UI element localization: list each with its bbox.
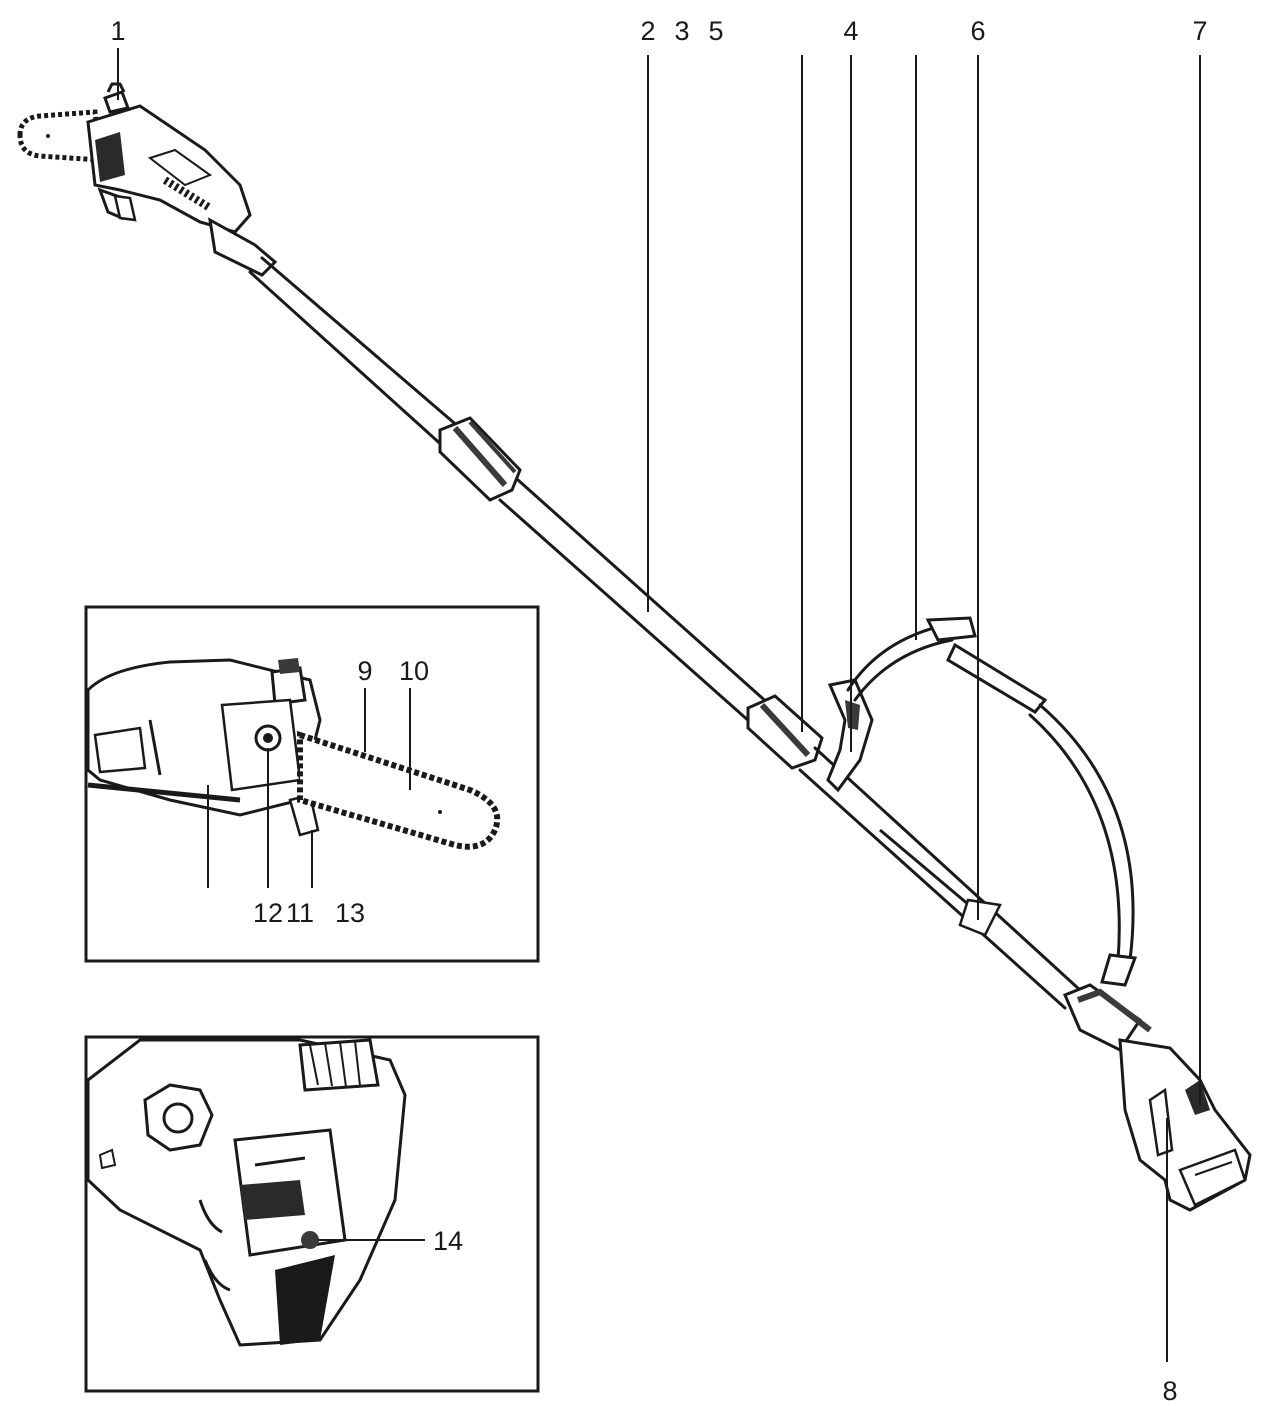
lower-coupling <box>746 694 824 770</box>
label-3: 3 <box>674 16 689 46</box>
label-2: 2 <box>640 16 655 46</box>
upper-pole <box>248 256 462 450</box>
label-1: 1 <box>110 16 125 46</box>
pole-saw <box>17 82 1252 1212</box>
inset-bar-detail: 9 10 12 11 13 <box>84 605 540 963</box>
inset-tension-detail: 14 <box>84 1035 540 1393</box>
guide-bar-top <box>17 109 103 163</box>
label-5: 5 <box>708 16 723 46</box>
upper-coupling <box>438 416 522 502</box>
middle-pole <box>498 478 772 724</box>
label-6: 6 <box>970 16 985 46</box>
label-4: 4 <box>843 16 858 46</box>
power-cable <box>1028 703 1138 987</box>
lower-pole <box>798 746 1082 1010</box>
label-13: 13 <box>335 898 365 928</box>
shoulder-strap <box>846 616 1048 714</box>
label-14: 14 <box>433 1226 463 1256</box>
leader-lines <box>117 48 1201 1362</box>
label-7: 7 <box>1192 16 1207 46</box>
label-11: 11 <box>286 898 314 928</box>
motor-head <box>86 82 278 277</box>
label-9: 9 <box>357 656 372 686</box>
label-12: 12 <box>253 898 283 928</box>
label-10: 10 <box>399 656 429 686</box>
callout-labels: 1 2 3 5 4 6 7 8 <box>110 16 1207 1406</box>
label-8: 8 <box>1162 1376 1177 1406</box>
rear-handle <box>1063 983 1252 1212</box>
